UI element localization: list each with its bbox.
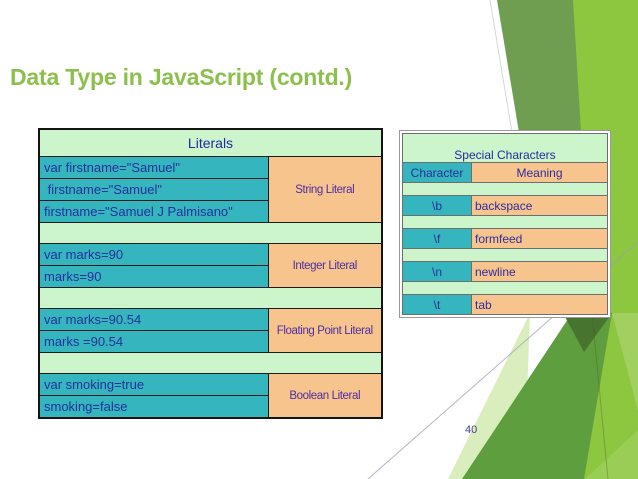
literal-type-cell: Floating Point Literal: [267, 308, 383, 353]
spacer-row: [402, 281, 608, 295]
special-characters-title: Special Characters: [402, 133, 608, 163]
character-cell: \n: [402, 261, 472, 282]
spacer-row: [402, 248, 608, 262]
literal-type-cell: Boolean Literal: [267, 373, 383, 419]
character-cell: \f: [402, 228, 472, 249]
code-cell: var marks=90: [38, 243, 269, 266]
spacer-row: [38, 352, 383, 374]
code-cell: var marks=90.54: [38, 308, 269, 331]
spacer-row: [402, 215, 608, 229]
meaning-cell: newline: [471, 261, 608, 282]
meaning-cell: tab: [471, 294, 608, 315]
slide-title: Data Type in JavaScript (contd.): [10, 64, 353, 90]
page-number: 40: [465, 424, 478, 436]
column-header-meaning: Meaning: [471, 162, 608, 183]
spacer-row: [38, 222, 383, 244]
special-characters-table-frame: Special Characters Character Meaning \b …: [399, 130, 611, 318]
column-header-character: Character: [402, 162, 472, 183]
meaning-cell: backspace: [471, 195, 608, 216]
code-cell: marks=90: [38, 265, 269, 288]
code-cell: var smoking=true: [38, 373, 269, 396]
character-cell: \b: [402, 195, 472, 216]
code-cell: marks =90.54: [38, 330, 269, 353]
code-cell: firstname="Samuel": [38, 178, 269, 201]
literals-table-title: Literals: [38, 128, 383, 157]
character-cell: \t: [402, 294, 472, 315]
code-cell: var firstname="Samuel": [38, 156, 269, 179]
special-characters-table: Special Characters Character Meaning \b …: [402, 133, 608, 315]
literal-type-cell: Integer Literal: [267, 243, 383, 288]
code-cell: firstname="Samuel J Palmisano": [38, 200, 269, 223]
spacer-row: [38, 287, 383, 309]
literals-table: Literals var firstname="Samuel" String L…: [38, 128, 383, 419]
spacer-row: [402, 182, 608, 196]
meaning-cell: formfeed: [471, 228, 608, 249]
code-cell: smoking=false: [38, 395, 269, 419]
literal-type-cell: String Literal: [267, 156, 383, 223]
